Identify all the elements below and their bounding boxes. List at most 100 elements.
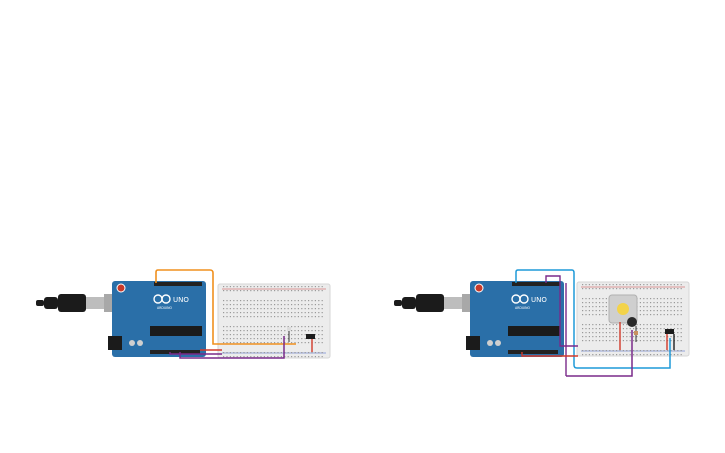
- breadboard-hole[interactable]: [223, 316, 225, 318]
- breadboard-hole[interactable]: [246, 286, 248, 288]
- breadboard-hole[interactable]: [314, 286, 316, 288]
- breadboard-hole[interactable]: [670, 340, 672, 342]
- breadboard-hole[interactable]: [592, 340, 594, 342]
- breadboard-hole[interactable]: [609, 288, 611, 290]
- breadboard-hole[interactable]: [253, 316, 255, 318]
- breadboard-hole[interactable]: [270, 342, 272, 344]
- breadboard-hole[interactable]: [609, 332, 611, 334]
- breadboard-hole[interactable]: [677, 306, 679, 308]
- breadboard-hole[interactable]: [680, 306, 682, 308]
- breadboard-hole[interactable]: [304, 342, 306, 344]
- breadboard-hole[interactable]: [663, 328, 665, 330]
- breadboard-hole[interactable]: [639, 302, 641, 304]
- breadboard-hole[interactable]: [599, 302, 601, 304]
- breadboard-hole[interactable]: [643, 328, 645, 330]
- reset-button[interactable]: [116, 283, 126, 293]
- breadboard-hole[interactable]: [229, 338, 231, 340]
- breadboard-hole[interactable]: [639, 310, 641, 312]
- breadboard-hole[interactable]: [605, 298, 607, 300]
- breadboard-hole[interactable]: [582, 310, 584, 312]
- breadboard-hole[interactable]: [582, 350, 584, 352]
- breadboard-hole[interactable]: [629, 284, 631, 286]
- breadboard-hole[interactable]: [643, 324, 645, 326]
- breadboard-hole[interactable]: [240, 330, 242, 332]
- breadboard-hole[interactable]: [229, 308, 231, 310]
- breadboard-hole[interactable]: [314, 316, 316, 318]
- breadboard-hole[interactable]: [287, 286, 289, 288]
- breadboard-hole[interactable]: [274, 326, 276, 328]
- breadboard-hole[interactable]: [619, 354, 621, 356]
- breadboard-hole[interactable]: [223, 304, 225, 306]
- breadboard-hole[interactable]: [233, 356, 235, 358]
- breadboard-hole[interactable]: [660, 310, 662, 312]
- breadboard-hole[interactable]: [253, 290, 255, 292]
- breadboard-hole[interactable]: [588, 354, 590, 356]
- breadboard-hole[interactable]: [592, 298, 594, 300]
- breadboard-hole[interactable]: [304, 334, 306, 336]
- breadboard-hole[interactable]: [602, 354, 604, 356]
- breadboard-hole[interactable]: [274, 338, 276, 340]
- breadboard-hole[interactable]: [592, 336, 594, 338]
- breadboard-hole[interactable]: [663, 288, 665, 290]
- breadboard-hole[interactable]: [294, 304, 296, 306]
- breadboard-hole[interactable]: [223, 308, 225, 310]
- breadboard-hole[interactable]: [646, 332, 648, 334]
- breadboard-hole[interactable]: [301, 316, 303, 318]
- breadboard-hole[interactable]: [663, 324, 665, 326]
- breadboard-hole[interactable]: [599, 350, 601, 352]
- breadboard-hole[interactable]: [629, 340, 631, 342]
- breadboard-hole[interactable]: [595, 350, 597, 352]
- breadboard-hole[interactable]: [585, 354, 587, 356]
- breadboard-hole[interactable]: [592, 350, 594, 352]
- breadboard-hole[interactable]: [663, 354, 665, 356]
- breadboard-hole[interactable]: [257, 304, 259, 306]
- breadboard-hole[interactable]: [643, 336, 645, 338]
- breadboard-hole[interactable]: [680, 288, 682, 290]
- breadboard-hole[interactable]: [308, 286, 310, 288]
- breadboard-hole[interactable]: [612, 288, 614, 290]
- breadboard-hole[interactable]: [284, 334, 286, 336]
- breadboard-hole[interactable]: [246, 338, 248, 340]
- breadboard-hole[interactable]: [643, 314, 645, 316]
- breadboard-hole[interactable]: [626, 284, 628, 286]
- breadboard-hole[interactable]: [680, 302, 682, 304]
- transistor[interactable]: [306, 334, 315, 339]
- breadboard-hole[interactable]: [236, 312, 238, 314]
- breadboard-hole[interactable]: [229, 300, 231, 302]
- breadboard-hole[interactable]: [236, 334, 238, 336]
- breadboard-hole[interactable]: [582, 288, 584, 290]
- breadboard-hole[interactable]: [314, 352, 316, 354]
- breadboard-hole[interactable]: [318, 290, 320, 292]
- breadboard-hole[interactable]: [673, 288, 675, 290]
- breadboard-hole[interactable]: [314, 326, 316, 328]
- breadboard-hole[interactable]: [304, 304, 306, 306]
- breadboard-hole[interactable]: [301, 352, 303, 354]
- breadboard-hole[interactable]: [280, 326, 282, 328]
- breadboard-hole[interactable]: [250, 342, 252, 344]
- breadboard-hole[interactable]: [284, 316, 286, 318]
- breadboard-hole[interactable]: [314, 342, 316, 344]
- breadboard-hole[interactable]: [304, 312, 306, 314]
- breadboard-hole[interactable]: [314, 338, 316, 340]
- breadboard-hole[interactable]: [236, 304, 238, 306]
- breadboard-hole[interactable]: [287, 342, 289, 344]
- breadboard-hole[interactable]: [667, 354, 669, 356]
- breadboard-hole[interactable]: [250, 338, 252, 340]
- breadboard-hole[interactable]: [250, 356, 252, 358]
- breadboard-hole[interactable]: [270, 316, 272, 318]
- breadboard-hole[interactable]: [257, 312, 259, 314]
- breadboard-hole[interactable]: [626, 288, 628, 290]
- breadboard-hole[interactable]: [667, 310, 669, 312]
- breadboard-hole[interactable]: [602, 350, 604, 352]
- breadboard-hole[interactable]: [270, 330, 272, 332]
- breadboard-hole[interactable]: [643, 340, 645, 342]
- breadboard-hole[interactable]: [609, 284, 611, 286]
- breadboard-hole[interactable]: [680, 284, 682, 286]
- breadboard-hole[interactable]: [660, 332, 662, 334]
- breadboard-hole[interactable]: [236, 338, 238, 340]
- breadboard-hole[interactable]: [246, 352, 248, 354]
- breadboard-hole[interactable]: [291, 342, 293, 344]
- breadboard-hole[interactable]: [263, 330, 265, 332]
- breadboard-hole[interactable]: [582, 302, 584, 304]
- breadboard-hole[interactable]: [274, 304, 276, 306]
